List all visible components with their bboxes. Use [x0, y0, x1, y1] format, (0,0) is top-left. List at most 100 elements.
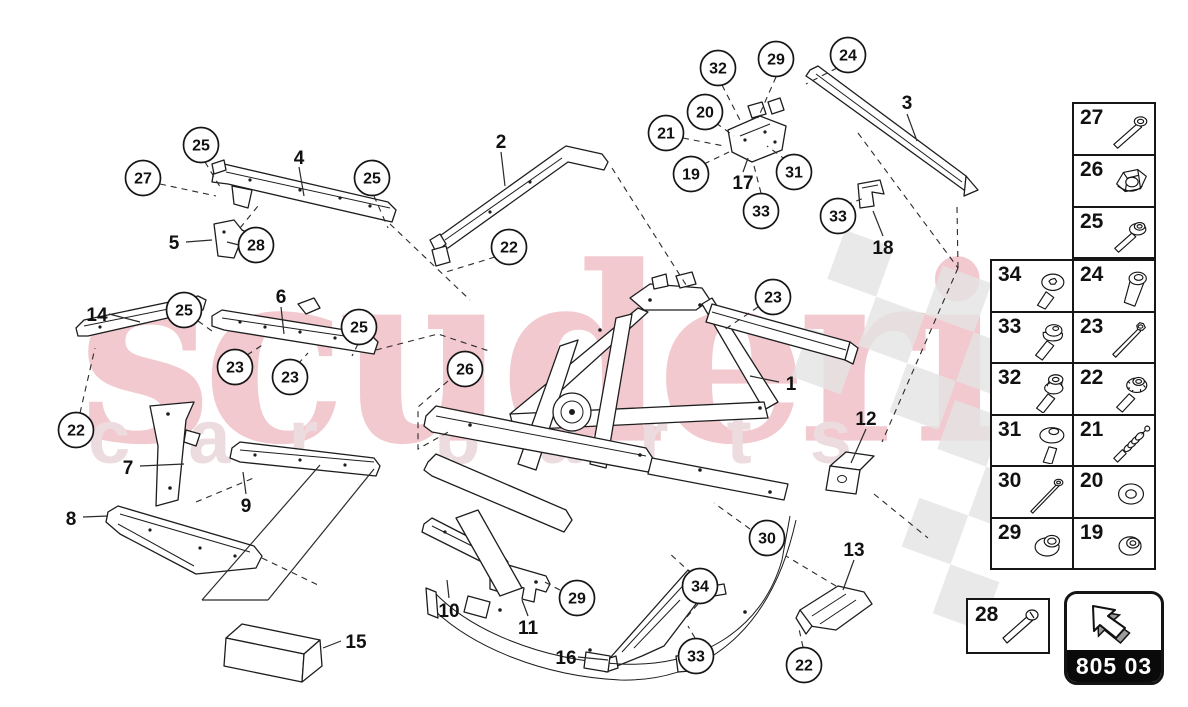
callout-number: 30: [758, 531, 776, 548]
callout-circle[interactable]: [681, 567, 719, 605]
callout-29[interactable]: 29: [757, 40, 795, 78]
callout-23[interactable]: 23: [271, 358, 309, 396]
callout-circle[interactable]: [165, 291, 203, 329]
callout-circle[interactable]: [699, 49, 737, 87]
callout-22[interactable]: 22: [490, 228, 528, 266]
fastener-cell-34[interactable]: 34: [992, 261, 1072, 311]
fastener-cell-20[interactable]: 20: [1074, 467, 1154, 517]
callout-25[interactable]: 25: [165, 291, 203, 329]
callout-22[interactable]: 22: [57, 411, 95, 449]
fastener-cell-27[interactable]: 27: [1074, 104, 1154, 154]
fastener-box-28[interactable]: 28: [966, 598, 1050, 654]
callout-25[interactable]: 25: [182, 126, 220, 164]
leader-line: [500, 151, 506, 187]
leader-line: [577, 656, 609, 661]
catalog-section-box[interactable]: 805 03: [1064, 591, 1164, 685]
callout-circle[interactable]: [742, 192, 780, 230]
callout-circle[interactable]: [819, 197, 857, 235]
fastener-cell-23[interactable]: 23: [1074, 312, 1154, 362]
fastener-cell-29[interactable]: 29: [992, 518, 1072, 568]
fastener-number: 31: [998, 417, 1022, 441]
fastener-cell-22[interactable]: 22: [1074, 364, 1154, 414]
callout-31[interactable]: 31: [775, 153, 813, 191]
callout-22[interactable]: 22: [785, 646, 823, 684]
callout-24[interactable]: 24: [829, 36, 867, 74]
callout-circle[interactable]: [558, 579, 596, 617]
callout-circle[interactable]: [446, 350, 484, 388]
fastener-cell-33[interactable]: 33: [992, 312, 1072, 362]
callout-30[interactable]: 30: [748, 519, 786, 557]
callout-33[interactable]: 33: [677, 637, 715, 675]
callout-20[interactable]: 20: [686, 93, 724, 131]
callout-29[interactable]: 29: [558, 579, 596, 617]
callout-number: 23: [281, 370, 299, 387]
part-label-5: 5: [169, 233, 180, 254]
callout-circle[interactable]: [829, 36, 867, 74]
dashed-leader-line: [417, 380, 451, 450]
callout-circle[interactable]: [748, 519, 786, 557]
callout-28[interactable]: 28: [237, 226, 275, 264]
part-label-3: 3: [902, 93, 913, 114]
callout-circle[interactable]: [672, 155, 710, 193]
fastener-number: 29: [998, 520, 1022, 544]
callout-circle[interactable]: [124, 159, 162, 197]
dashed-leader-line: [351, 343, 359, 357]
callout-33[interactable]: 33: [742, 192, 780, 230]
direction-arrow-icon: [1067, 594, 1161, 656]
callout-circle[interactable]: [677, 637, 715, 675]
callout-23[interactable]: 23: [754, 278, 792, 316]
callout-circle[interactable]: [775, 153, 813, 191]
leader-line: [298, 166, 305, 197]
callout-circle[interactable]: [237, 226, 275, 264]
dashed-leader-line: [239, 205, 259, 229]
fastener-cell-30[interactable]: 30: [992, 467, 1072, 517]
fastener-cell-31[interactable]: 31: [992, 415, 1072, 465]
callout-circle[interactable]: [216, 348, 254, 386]
fastener-cell-24[interactable]: 24: [1074, 261, 1154, 311]
callout-circle[interactable]: [647, 114, 685, 152]
part-2-bent-rail: [429, 145, 609, 267]
callout-circle[interactable]: [340, 308, 378, 346]
fastener-cell-25[interactable]: 25: [1074, 207, 1154, 258]
dashed-leader-line: [956, 206, 959, 269]
callout-circle[interactable]: [754, 278, 792, 316]
fastener-cell-26[interactable]: 26: [1074, 155, 1154, 206]
callout-circle[interactable]: [757, 40, 795, 78]
callout-circle[interactable]: [785, 646, 823, 684]
leader-line: [850, 428, 867, 464]
callout-23[interactable]: 23: [216, 348, 254, 386]
dashed-leader-line: [373, 195, 389, 229]
callout-19[interactable]: 19: [672, 155, 710, 193]
callout-circle[interactable]: [271, 358, 309, 396]
fastener-cell-21[interactable]: 21: [1074, 415, 1154, 465]
callout-33[interactable]: 33: [819, 197, 857, 235]
dashed-leader-line: [389, 223, 471, 301]
dashed-leader-line: [445, 256, 496, 273]
callout-circle[interactable]: [57, 411, 95, 449]
fastener-cell-19[interactable]: 19: [1074, 518, 1154, 568]
callout-25[interactable]: 25: [340, 308, 378, 346]
callout-circle[interactable]: [490, 228, 528, 266]
part-7-panel: [149, 401, 201, 507]
callout-circle[interactable]: [353, 159, 391, 197]
callout-21[interactable]: 21: [647, 114, 685, 152]
callout-25[interactable]: 25: [353, 159, 391, 197]
fastener-cell-32[interactable]: 32: [992, 364, 1072, 414]
leader-line: [521, 599, 529, 617]
callout-34[interactable]: 34: [681, 567, 719, 605]
callout-32[interactable]: 32: [699, 49, 737, 87]
cone-head-screw-icon: [1123, 271, 1147, 307]
callout-26[interactable]: 26: [446, 350, 484, 388]
part-label-4: 4: [294, 148, 305, 169]
callout-circle[interactable]: [686, 93, 724, 131]
callout-number: 22: [67, 423, 85, 440]
washer-head-bolt-icon: [1114, 222, 1147, 254]
fastener-number: 27: [1080, 106, 1104, 129]
callout-27[interactable]: 27: [124, 159, 162, 197]
callout-circle[interactable]: [182, 126, 220, 164]
dashed-leader-line: [757, 76, 777, 119]
callout-number: 26: [456, 362, 474, 379]
